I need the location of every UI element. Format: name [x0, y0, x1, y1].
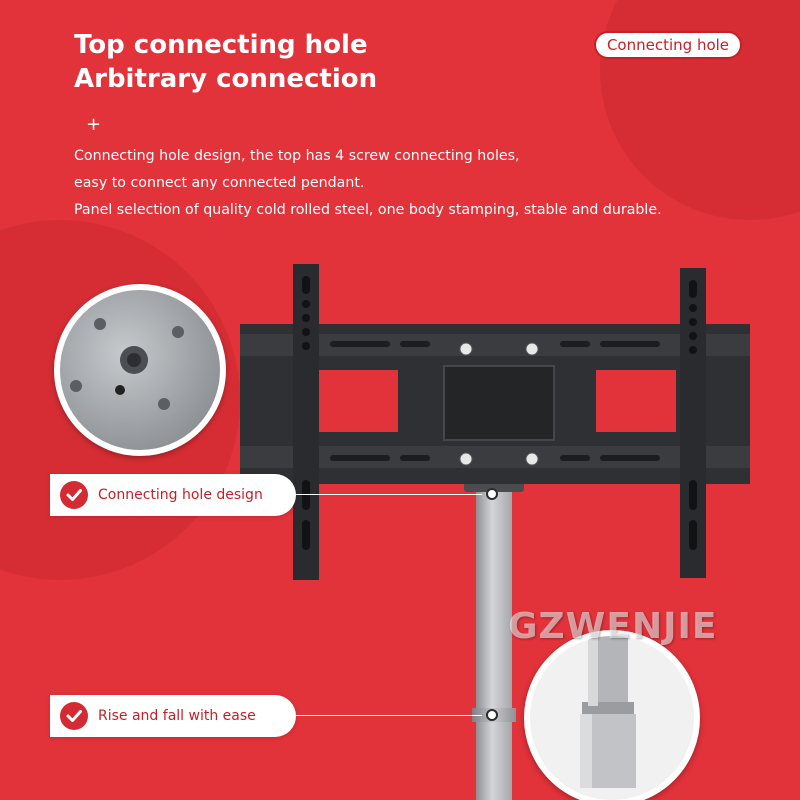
mount-left-cutout: [318, 370, 398, 432]
telescopic-joint-illustration: [580, 636, 636, 788]
callout-leader-1: [296, 494, 482, 495]
callout-dot-1: [486, 488, 498, 500]
mount-bottom-rail: [240, 446, 750, 468]
description-text: Connecting hole design, the top has 4 sc…: [74, 143, 662, 224]
check-circle-icon: [60, 481, 88, 509]
mount-center-plate: [443, 365, 555, 441]
mount-screws: [459, 342, 539, 466]
description-line-1: Connecting hole design, the top has 4 sc…: [74, 148, 520, 164]
description-line-3: Panel selection of quality cold rolled s…: [74, 202, 662, 218]
mount-top-rail: [240, 334, 750, 356]
callout-rise-and-fall: Rise and fall with ease: [50, 695, 296, 737]
plus-icon: +: [86, 114, 102, 135]
connecting-hole-detail: [54, 284, 226, 456]
title-line-2: Arbitrary connection: [74, 64, 378, 94]
stand-pole: [476, 488, 512, 800]
callout-connecting-hole-design: Connecting hole design: [50, 474, 296, 516]
description-line-2: easy to connect any connected pendant.: [74, 175, 365, 191]
mount-rail-slots: [330, 341, 660, 461]
callout-leader-2: [296, 715, 482, 716]
callout-label: Connecting hole design: [98, 487, 263, 503]
callout-dot-2: [486, 709, 498, 721]
mount-arm-holes: [302, 276, 697, 550]
page-title: Top connecting hole Arbitrary connection: [74, 28, 377, 96]
mount-right-cutout: [596, 370, 676, 432]
callout-label: Rise and fall with ease: [98, 708, 256, 724]
connecting-hole-tag: Connecting hole: [594, 31, 742, 59]
check-circle-icon: [60, 702, 88, 730]
title-line-1: Top connecting hole: [74, 30, 368, 60]
brand-watermark: GZWENJIE: [508, 606, 718, 647]
telescopic-joint-detail: [524, 630, 700, 800]
top-plate-illustration: [70, 318, 184, 410]
